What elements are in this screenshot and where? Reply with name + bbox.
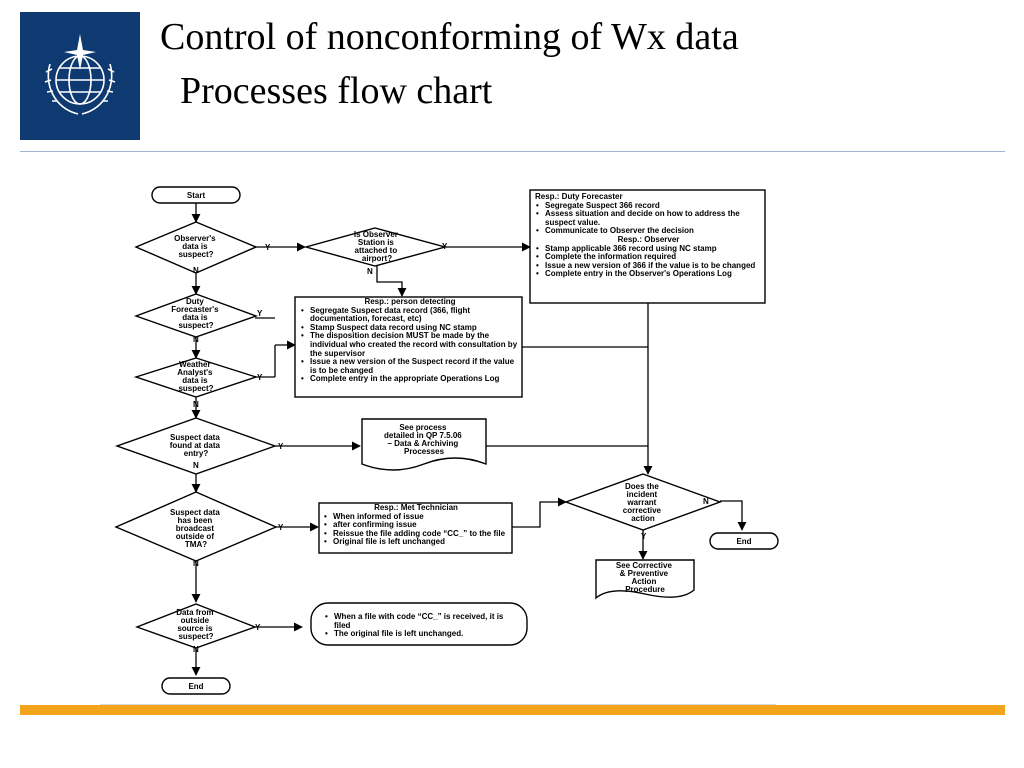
decision-analyst-suspect-label: Weather Analyst's data is suspect? xyxy=(177,360,214,393)
see-process-label: See process detailed in QP 7.5.06 – Data… xyxy=(384,423,464,456)
no-label: N xyxy=(193,335,199,344)
no-label: N xyxy=(703,497,709,506)
wmo-emblem-icon xyxy=(44,34,116,115)
decision-forecaster-suspect xyxy=(133,293,259,338)
list-item: Complete the information required xyxy=(536,253,762,262)
yes-label: Y xyxy=(278,442,284,451)
person-detecting-text: Resp.: person detecting Segregate Suspec… xyxy=(300,297,520,384)
decision-analyst-suspect xyxy=(133,357,259,398)
list-item: Assess situation and decide on how to ad… xyxy=(536,209,762,227)
end-terminator-side xyxy=(709,532,779,550)
list-item: Reissue the file adding code “CC_” to th… xyxy=(324,529,509,539)
yes-label: Y xyxy=(442,242,448,251)
decision-data-entry-label: Suspect data found at data entry? xyxy=(170,433,222,458)
decision-corrective-label: Does the incident warrant corrective act… xyxy=(623,482,663,523)
footer-thin-line xyxy=(100,704,776,705)
yes-label: Y xyxy=(265,243,271,252)
decision-station-airport xyxy=(303,227,448,267)
no-label: N xyxy=(193,266,199,275)
decision-outside-source-label: Data from outside source is suspect? xyxy=(176,608,216,641)
yes-label: Y xyxy=(257,309,263,318)
list-item: after confirming issue xyxy=(324,521,509,530)
list-item: Stamp Suspect data record using NC stamp xyxy=(301,323,520,333)
observer-subheader: Resp.: Observer xyxy=(617,234,680,244)
list-item: When a file with code “CC_” is received,… xyxy=(325,612,520,630)
list-item: Complete entry in the Observer's Operati… xyxy=(536,270,762,279)
start-label: Start xyxy=(187,191,206,200)
see-corrective-label: See Corrective & Preventive Action Proce… xyxy=(616,561,674,594)
decision-observer-suspect xyxy=(134,221,258,274)
yes-label: Y xyxy=(278,523,284,532)
list-item: The disposition decision MUST be made by… xyxy=(301,332,520,358)
decision-station-airport-label: Is Observer Station is attached to airpo… xyxy=(354,230,400,263)
logo-panel xyxy=(20,12,140,140)
list-item: When informed of issue xyxy=(324,512,509,522)
yes-label: Y xyxy=(255,623,261,632)
decision-forecaster-suspect-label: Duty Forecaster's data is suspect? xyxy=(171,297,221,330)
end-terminator xyxy=(161,677,231,695)
connectors xyxy=(191,203,747,676)
branch-labels: Y Y Y Y Y Y Y Y N N N N N N N N xyxy=(193,242,709,654)
decision-broadcast-label: Suspect data has been broadcast outside … xyxy=(170,508,222,549)
list-item: Segregate Suspect 366 record xyxy=(536,201,762,211)
person-detecting-header: Resp.: person detecting xyxy=(364,297,456,306)
list-item: Segregate Suspect data record (366, flig… xyxy=(301,306,520,324)
list-item: Original file is left unchanged xyxy=(324,538,509,547)
no-label: N xyxy=(193,461,199,470)
page-title: Control of nonconforming of Wx data xyxy=(160,16,739,58)
list-item: Communicate to Observer the decision xyxy=(536,227,762,236)
met-technician-text: Resp.: Met Technician When informed of i… xyxy=(323,503,509,547)
end-side-label: End xyxy=(736,537,751,546)
no-label: N xyxy=(193,400,199,409)
end-label: End xyxy=(188,682,203,691)
yes-label: Y xyxy=(257,373,263,382)
list-item: Issue a new version of the Suspect recor… xyxy=(301,357,520,375)
met-technician-header: Resp.: Met Technician xyxy=(374,503,458,512)
decision-corrective xyxy=(563,473,723,531)
yes-label: Y xyxy=(641,532,647,541)
decision-data-entry xyxy=(114,417,278,475)
footer-accent-bar xyxy=(20,705,1005,715)
decision-broadcast xyxy=(114,491,278,562)
decision-outside-source xyxy=(134,603,258,649)
cc-file-text: When a file with code “CC_” is received,… xyxy=(324,612,520,639)
list-item: Complete entry in the appropriate Operat… xyxy=(301,375,520,384)
no-label: N xyxy=(193,559,199,568)
duty-forecaster-text: Resp.: Duty Forecaster Segregate Suspect… xyxy=(535,192,762,279)
page-subtitle: Processes flow chart xyxy=(180,70,493,112)
no-label: N xyxy=(367,267,373,276)
header-divider xyxy=(20,151,1005,152)
list-item: Stamp applicable 366 record using NC sta… xyxy=(536,244,762,254)
see-corrective-document xyxy=(595,559,695,600)
duty-forecaster-header: Resp.: Duty Forecaster xyxy=(535,192,623,201)
start-terminator xyxy=(151,186,241,204)
list-item: The original file is left unchanged. xyxy=(325,630,520,639)
see-process-document xyxy=(361,418,487,471)
decision-observer-suspect-label: Observer's data is suspect? xyxy=(174,234,218,259)
no-label: N xyxy=(193,645,199,654)
list-item: Issue a new version of 366 if the value … xyxy=(536,261,762,271)
